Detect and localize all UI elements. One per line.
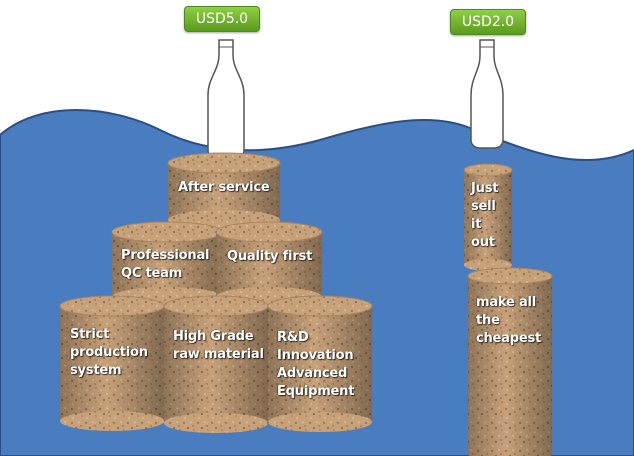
bottle-icon-left [207,39,245,159]
price-tag-left: USD5.0 [184,6,260,32]
cylinder-middle-left [111,221,223,307]
cylinder-right-bottom [467,267,553,456]
price-tag-right: USD2.0 [450,9,526,35]
label-quality-first: Quality first [227,249,313,264]
cylinder-right-top [463,163,513,271]
label-after-service: After service [178,180,270,195]
label-strict-production-system: Strict production system [70,327,148,378]
label-high-grade-raw-material: High Grade raw material [173,329,264,362]
cylinder-bottom-left [59,295,165,431]
bottle-icon-right [470,39,504,149]
price-tag-right-label: USD2.0 [461,14,515,30]
label-make-all-the-cheapest: make all the cheapest [476,295,542,346]
price-tag-left-label: USD5.0 [195,11,249,27]
label-just-sell-it-out: Just sell it out [471,181,499,250]
label-professional-qc-team: Professional QC team [121,248,210,281]
cylinder-bottom-right [267,295,373,432]
cylinder-bottom-middle [163,295,269,433]
label-rd-innovation-advanced-equipment: R&D Innovation Advanced Equipment [277,330,355,399]
